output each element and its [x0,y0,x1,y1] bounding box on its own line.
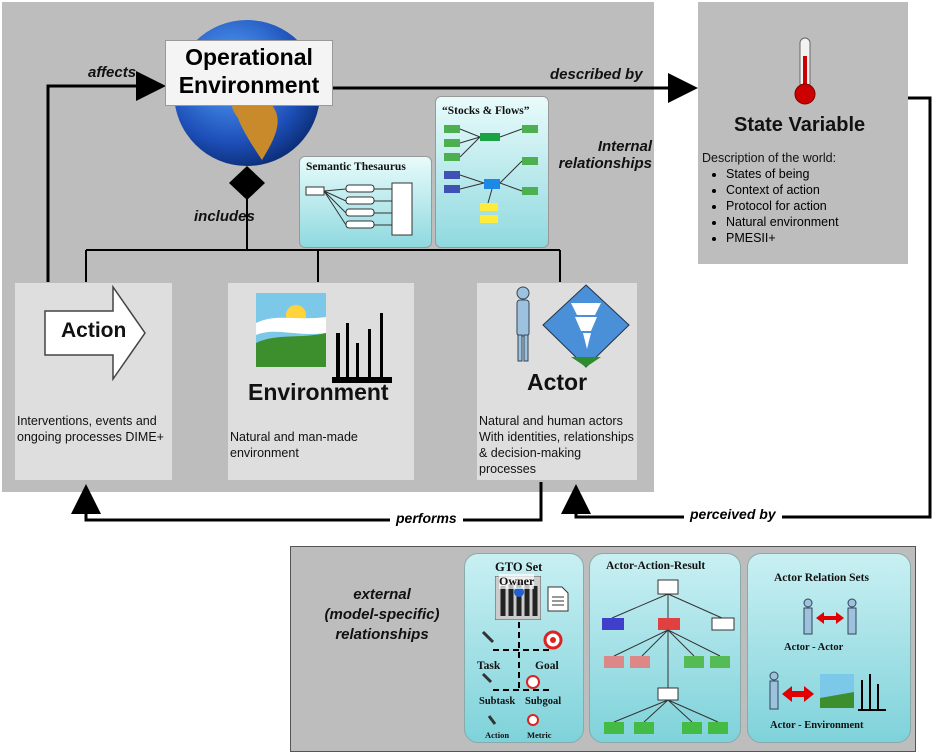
actor-panel: Actor Natural and human actors With iden… [477,283,637,480]
actor-environment-icon [769,671,886,711]
semantic-thesaurus-title: Semantic Thesaurus [306,161,406,173]
list-item: Natural environment [726,214,839,230]
thermometer-icon [794,37,816,105]
environment-description: Natural and man-made environment [230,430,358,460]
ars-title: Actor Relation Sets [774,572,869,584]
internal-relationships-label: Internal relationships [558,138,652,172]
action-description: Interventions, events and ongoing proces… [17,414,164,444]
affects-label: affects [88,64,137,81]
title-line-1: Operational [185,44,313,70]
actor-relation-sets-card: Actor Relation Sets Actor - Actor Actor … [747,553,911,743]
gto-title: GTO Set [495,560,543,574]
metric-label: Metric [527,730,552,740]
action-arrow-icon [44,285,146,381]
described-by-label: described by [550,66,643,83]
performs-arrow [71,482,543,522]
state-variable-description: Description of the world: [702,151,837,165]
actor-environment-label: Actor - Environment [770,720,864,731]
owner-label: Owner [499,574,535,589]
tornado-icon [542,284,630,368]
perceived-by-arrow [561,96,932,519]
operational-environment-title: Operational Environment [165,40,333,106]
gto-set-card: GTO Set Owner Task Goal Subtask Subgoal … [464,553,584,743]
actor-actor-label: Actor - Actor [784,642,844,653]
gto-action-label: Action [485,730,510,740]
list-item: Context of action [726,182,839,198]
document-icon [547,586,569,612]
actor-actor-icon [803,598,857,635]
perceived-by-label: perceived by [684,506,782,522]
gto-hierarchy [481,622,563,726]
task-label: Task [477,660,501,672]
external-relationships-box: external (model-specific) relationships … [290,546,916,752]
stocks-flows-thumbnail: “Stocks & Flows” [435,96,549,248]
includes-tree [85,198,561,282]
thesaurus-graph [305,182,413,236]
state-variable-list: States of being Context of action Protoc… [702,166,839,246]
subgoal-label: Subgoal [525,696,562,707]
action-title: Action [61,319,127,342]
environment-title: Environment [248,379,389,405]
title-line-2: Environment [178,72,320,98]
affects-arrow [46,71,166,282]
performs-label: performs [390,510,463,526]
stocks-flows-graph [444,125,538,223]
person-icon [516,286,530,362]
external-relationships-label: external (model-specific) relationships [324,586,440,643]
subtask-label: Subtask [479,696,516,707]
aar-title: Actor-Action-Result [606,560,706,572]
list-item: States of being [726,166,839,182]
goal-label: Goal [535,660,559,672]
state-variable-box: State Variable Description of the world:… [698,2,908,264]
stocks-flows-title: “Stocks & Flows” [442,105,530,117]
actor-description: Natural and human actors With identities… [479,414,634,476]
actor-title: Actor [527,369,588,395]
actor-action-result-card: Actor-Action-Result [589,553,741,743]
landscape-icon [256,293,392,383]
action-panel: Action Interventions, events and ongoing… [15,283,172,480]
list-item: Protocol for action [726,198,839,214]
includes-diamond [229,166,265,200]
aar-graph [602,579,735,734]
includes-label: includes [194,208,255,225]
environment-panel: Environment Natural and man-made environ… [228,283,414,480]
semantic-thesaurus-thumbnail: Semantic Thesaurus [299,156,432,248]
list-item: PMESII+ [726,230,839,246]
state-variable-title: State Variable [734,114,866,136]
